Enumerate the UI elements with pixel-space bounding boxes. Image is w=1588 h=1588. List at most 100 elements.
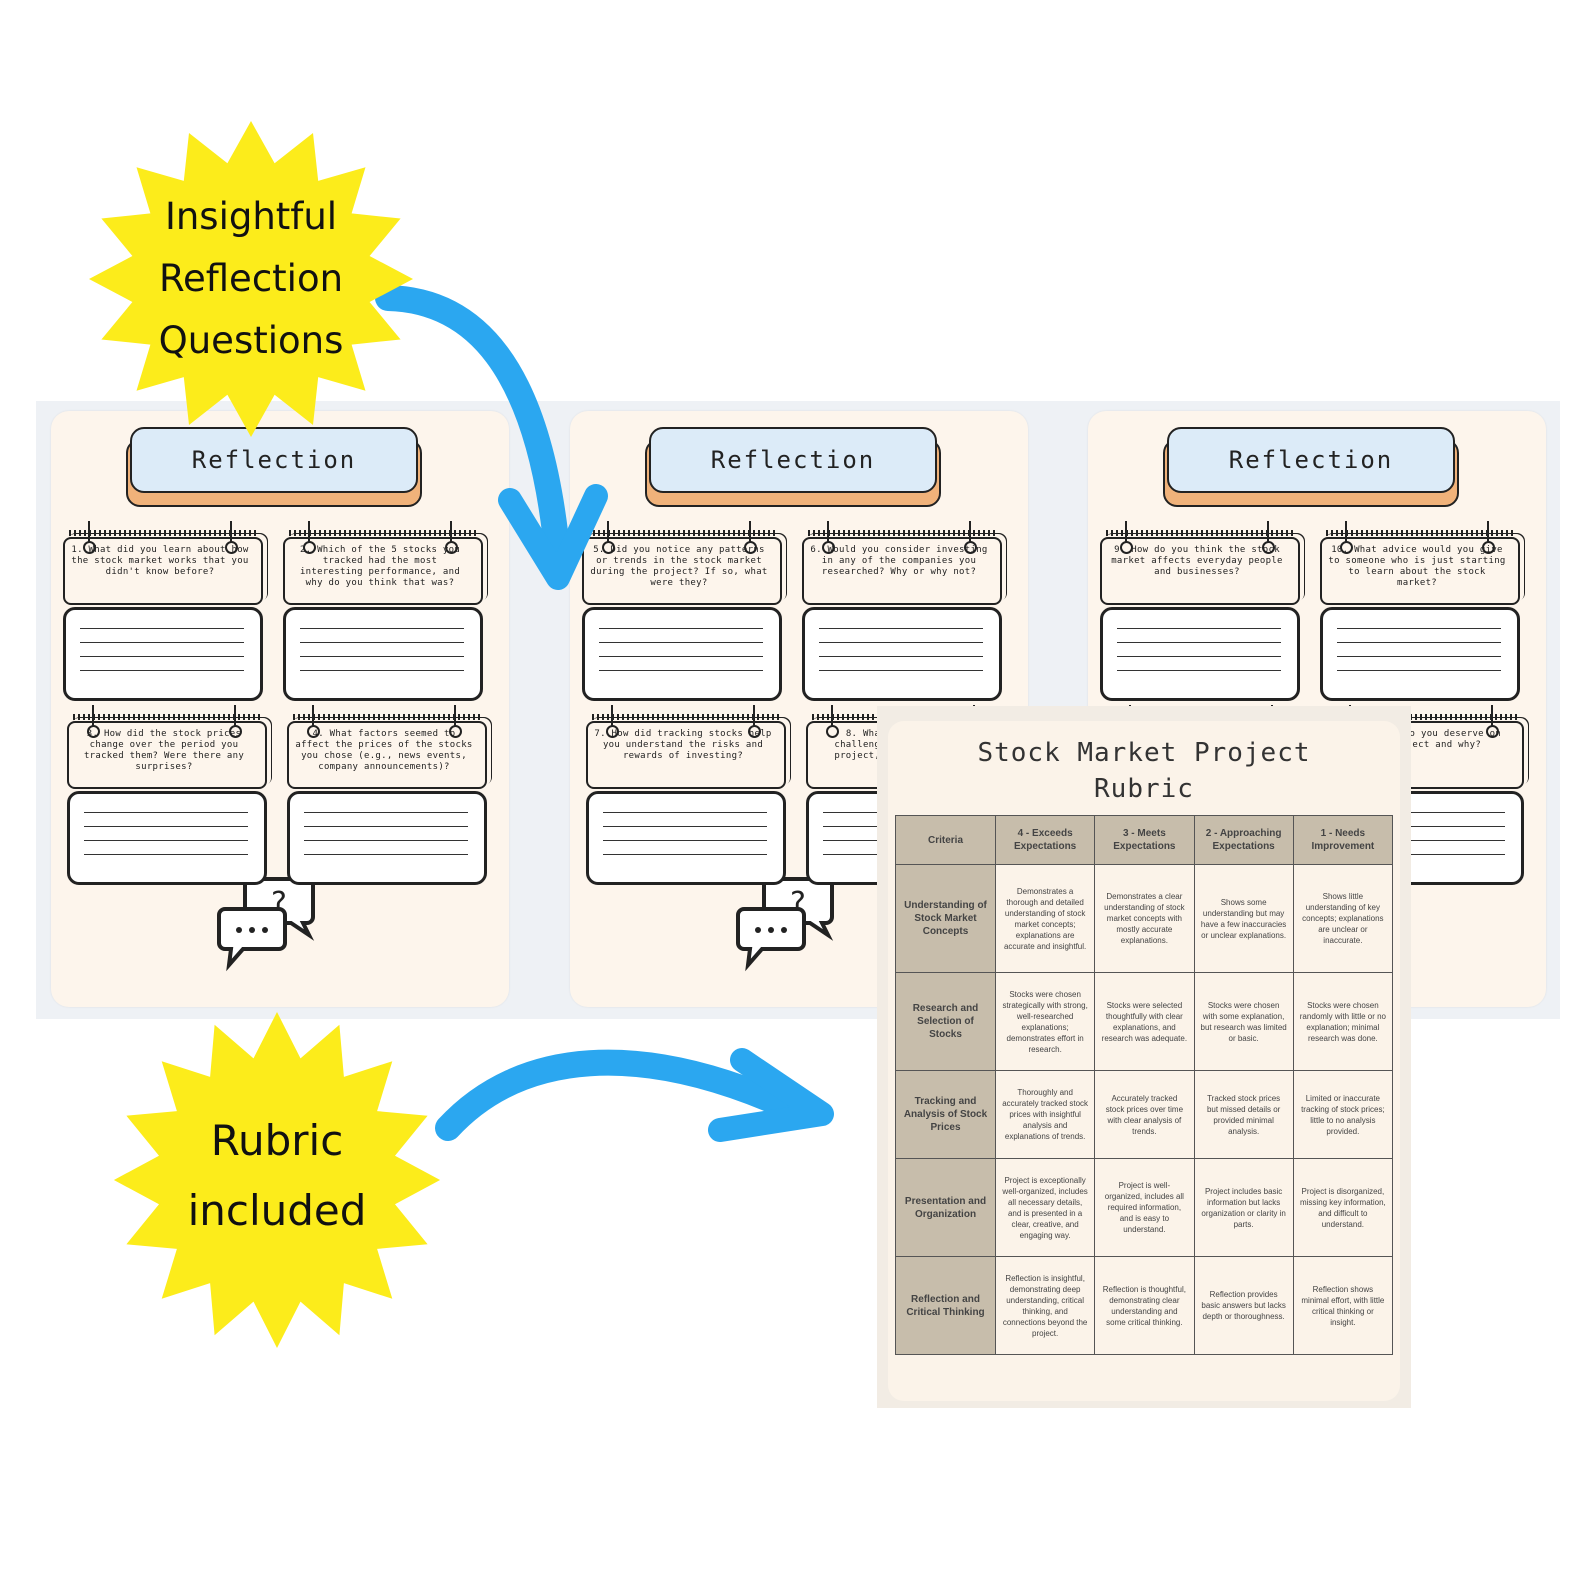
rubric-criteria-cell: Tracking and Analysis of Stock Prices xyxy=(895,1070,996,1159)
rubric-title-line-1: Stock Market Project xyxy=(977,738,1311,768)
binder-ring-icon xyxy=(445,521,458,554)
question-text: 7. How did tracking stocks help you unde… xyxy=(594,729,772,761)
binder-ring-icon xyxy=(1482,521,1495,554)
rubric-criteria-cell: Reflection and Critical Thinking xyxy=(895,1256,996,1355)
rubric-description-cell: Reflection provides basic answers but la… xyxy=(1193,1256,1294,1355)
binder-ring-icon xyxy=(83,521,96,554)
rubric-description-cell: Tracked stock prices but missed details … xyxy=(1193,1070,1294,1159)
answer-box[interactable] xyxy=(582,607,782,701)
question-text: 5. Did you notice any patterns or trends… xyxy=(590,545,768,588)
rubric-description-cell: Stocks were chosen randomly with little … xyxy=(1292,972,1394,1071)
binder-ring-icon xyxy=(826,705,839,738)
answer-box[interactable] xyxy=(283,607,483,701)
reflection-page-1: Reflection ? 1. What did you learn about… xyxy=(51,411,509,1007)
question-cell: 4. What factors seemed to affect the pri… xyxy=(287,705,487,891)
rubric-header-cell: 1 - Needs Improvement xyxy=(1292,815,1394,865)
rubric-header-cell: 2 - Approaching Expectations xyxy=(1193,815,1294,865)
question-cell: 2. Which of the 5 stocks you tracked had… xyxy=(283,521,483,707)
rubric-description-cell: Project includes basic information but l… xyxy=(1193,1158,1294,1257)
binder-ring-icon xyxy=(87,705,100,738)
rubric-title: Stock Market Project Rubric xyxy=(888,735,1400,807)
binder-ring-icon xyxy=(449,705,462,738)
rubric-description-cell: Demonstrates a clear understanding of st… xyxy=(1094,864,1195,973)
binder-ring-icon xyxy=(602,521,615,554)
reflection-title: Reflection xyxy=(1167,427,1455,493)
rubric-description-cell: Stocks were chosen with some explanation… xyxy=(1193,972,1294,1071)
starburst-rubric-included: Rubric included xyxy=(112,1010,442,1350)
rubric-description-cell: Reflection is insightful, demonstrating … xyxy=(994,1256,1096,1355)
binder-ring-icon xyxy=(229,705,242,738)
starburst-reflection-questions: Insightful Reflection Questions xyxy=(88,120,414,438)
binder-ring-icon xyxy=(606,705,619,738)
burst-text-line-3: Questions xyxy=(158,319,344,362)
question-cell: 9. How do you think the stock market aff… xyxy=(1100,521,1300,707)
question-text: 6. Would you consider investing in any o… xyxy=(810,545,988,577)
answer-box[interactable] xyxy=(586,791,786,885)
rubric-description-cell: Accurately tracked stock prices over tim… xyxy=(1094,1070,1195,1159)
answer-box[interactable] xyxy=(1100,607,1300,701)
rubric-description-cell: Stocks were selected thoughtfully with c… xyxy=(1094,972,1195,1071)
reflection-title: Reflection xyxy=(649,427,937,493)
answer-box[interactable] xyxy=(1320,607,1520,701)
binder-ring-icon xyxy=(1120,521,1133,554)
answer-box[interactable] xyxy=(63,607,263,701)
question-text: 10. What advice would you give to someon… xyxy=(1328,545,1506,588)
question-cell: 1. What did you learn about how the stoc… xyxy=(63,521,263,707)
question-text: 1. What did you learn about how the stoc… xyxy=(71,545,249,577)
burst-text-line-1: Rubric xyxy=(210,1116,344,1165)
burst-text-line-2: included xyxy=(187,1186,367,1235)
rubric-criteria-cell: Understanding of Stock Market Concepts xyxy=(895,864,996,973)
binder-ring-icon xyxy=(1340,521,1353,554)
answer-box[interactable] xyxy=(287,791,487,885)
rubric-criteria-cell: Presentation and Organization xyxy=(895,1158,996,1257)
burst-text-line-1: Insightful xyxy=(164,195,338,238)
rubric-description-cell: Stocks were chosen strategically with st… xyxy=(994,972,1096,1071)
question-text: 2. Which of the 5 stocks you tracked had… xyxy=(299,545,461,588)
rubric-description-cell: Reflection shows minimal effort, with li… xyxy=(1292,1256,1394,1355)
rubric-title-line-2: Rubric xyxy=(1094,774,1194,804)
binder-ring-icon xyxy=(225,521,238,554)
rubric-description-cell: Limited or inaccurate tracking of stock … xyxy=(1292,1070,1394,1159)
binder-ring-icon xyxy=(744,521,757,554)
binder-ring-icon xyxy=(1262,521,1275,554)
rubric-description-cell: Demonstrates a thorough and detailed und… xyxy=(994,864,1096,973)
reflection-title: Reflection xyxy=(130,427,418,493)
binder-ring-icon xyxy=(307,705,320,738)
binder-ring-icon xyxy=(303,521,316,554)
rubric-description-cell: Project is well-organized, includes all … xyxy=(1094,1158,1195,1257)
answer-box[interactable] xyxy=(67,791,267,885)
question-text: 3. How did the stock prices change over … xyxy=(83,729,245,772)
rubric-header-cell: Criteria xyxy=(895,815,996,865)
rubric-criteria-cell: Research and Selection of Stocks xyxy=(895,972,996,1071)
question-cell: 6. Would you consider investing in any o… xyxy=(802,521,1002,707)
rubric-description-cell: Thoroughly and accurately tracked stock … xyxy=(994,1070,1096,1159)
burst-text-line-2: Reflection xyxy=(158,257,344,300)
reflection-title-banner: Reflection xyxy=(645,427,941,507)
reflection-title-banner: Reflection xyxy=(1163,427,1459,507)
rubric-description-cell: Shows little understanding of key concep… xyxy=(1292,864,1394,973)
question-cell: 7. How did tracking stocks help you unde… xyxy=(586,705,786,891)
question-text: 9. How do you think the stock market aff… xyxy=(1111,545,1283,577)
rubric-description-cell: Project is disorganized, missing key inf… xyxy=(1292,1158,1394,1257)
question-text: What grade do you deserve on this projec… xyxy=(1340,729,1502,750)
question-cell: 3. How did the stock prices change over … xyxy=(67,705,267,891)
rubric-description-cell: Shows some understanding but may have a … xyxy=(1193,864,1294,973)
binder-ring-icon xyxy=(964,521,977,554)
binder-ring-icon xyxy=(822,521,835,554)
question-text: 4. What factors seemed to affect the pri… xyxy=(295,729,473,772)
rubric-description-cell: Project is exceptionally well-organized,… xyxy=(994,1158,1096,1257)
question-cell: 10. What advice would you give to someon… xyxy=(1320,521,1520,707)
question-cell: 5. Did you notice any patterns or trends… xyxy=(582,521,782,707)
binder-ring-icon xyxy=(748,705,761,738)
answer-box[interactable] xyxy=(802,607,1002,701)
rubric-description-cell: Reflection is thoughtful, demonstrating … xyxy=(1094,1256,1195,1355)
binder-ring-icon xyxy=(1486,705,1499,738)
